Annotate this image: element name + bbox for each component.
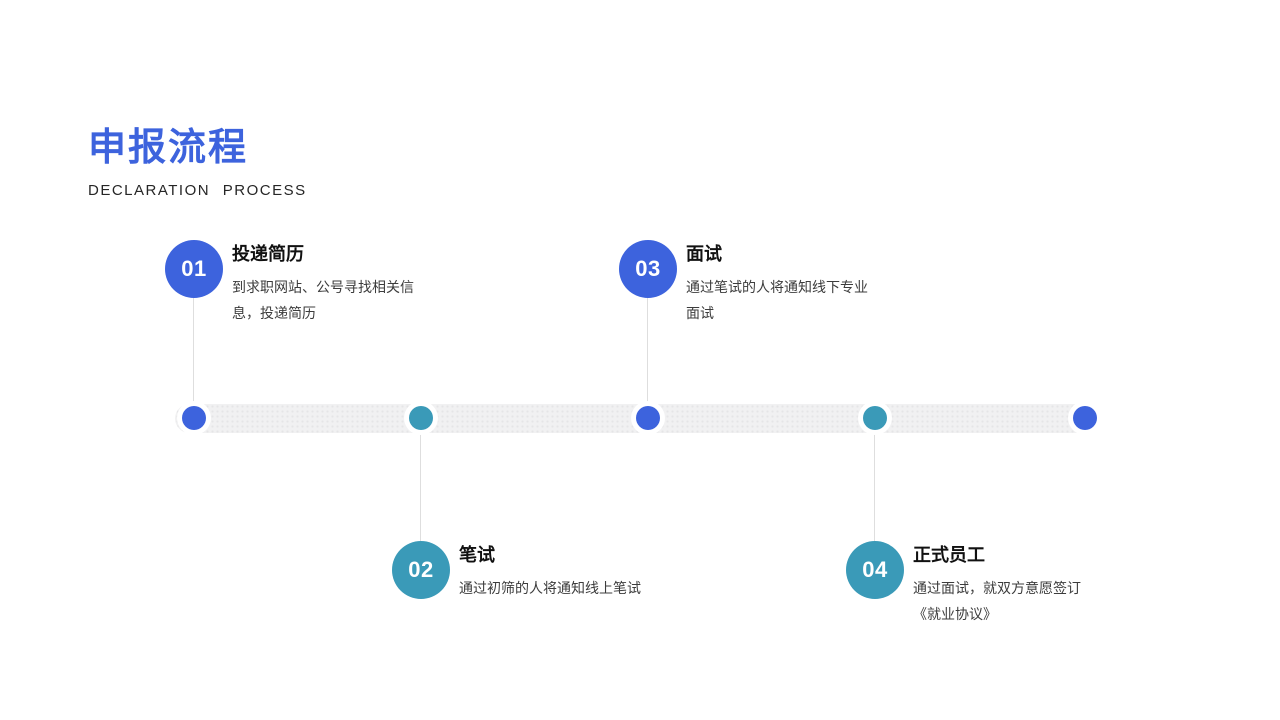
step-3-circle: 03 [619, 240, 677, 298]
step-3-description: 通过笔试的人将通知线下专业面试 [686, 279, 868, 321]
page-subtitle: DECLARATION PROCESS [88, 181, 307, 199]
timeline-dot [863, 406, 887, 430]
timeline-dot [409, 406, 433, 430]
step-1-title: 投递简历 [232, 244, 304, 264]
timeline-dot [636, 406, 660, 430]
step-1-description: 到求职网站、公号寻找相关信息，投递简历 [232, 279, 414, 321]
step-4-title: 正式员工 [913, 545, 985, 565]
step-4-number: 04 [862, 557, 888, 582]
page-title: 申报流程 [88, 127, 249, 169]
step-3-title: 面试 [686, 244, 722, 264]
step-4-text: 正式员工 通过面试，就双方意愿签订《就业协议》 [913, 544, 1113, 627]
step-3-text: 面试 通过笔试的人将通知线下专业面试 [686, 243, 886, 326]
step-2-text: 笔试 通过初筛的人将通知线上笔试 [459, 544, 659, 601]
connector-line [420, 433, 421, 541]
step-1-circle: 01 [165, 240, 223, 298]
step-2-description: 通过初筛的人将通知线上笔试 [459, 580, 641, 596]
step-1-text: 投递简历 到求职网站、公号寻找相关信息，投递简历 [232, 243, 432, 326]
connector-line [193, 298, 194, 404]
timeline-dot [1073, 406, 1097, 430]
header: 申报流程 DECLARATION PROCESS [88, 126, 307, 199]
connector-line [874, 433, 875, 541]
step-1-number: 01 [181, 256, 207, 281]
step-2-number: 02 [408, 557, 434, 582]
timeline-dot [182, 406, 206, 430]
step-4-circle: 04 [846, 541, 904, 599]
step-3-number: 03 [635, 256, 661, 281]
step-2-title: 笔试 [459, 545, 495, 565]
step-2-circle: 02 [392, 541, 450, 599]
connector-line [647, 298, 648, 404]
step-4-description: 通过面试，就双方意愿签订《就业协议》 [913, 580, 1081, 622]
